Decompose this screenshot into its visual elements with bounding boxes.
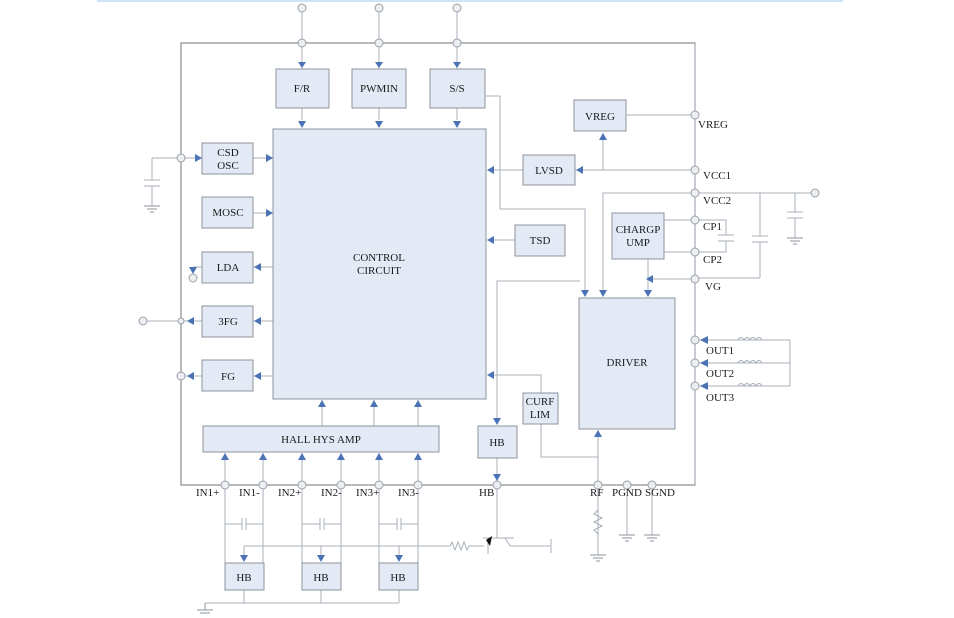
- svg-text:CHARGP: CHARGP: [616, 224, 661, 236]
- block-fg: FG: [201, 359, 254, 392]
- block-3fg: 3FG: [201, 305, 254, 338]
- pin-label-hb: HB: [479, 487, 494, 499]
- block-csd-osc: CSD OSC: [201, 142, 254, 175]
- svg-text:S/S: S/S: [449, 83, 464, 95]
- svg-text:CONTROL: CONTROL: [353, 252, 405, 264]
- output-coils: [737, 337, 763, 387]
- block-lda: LDA: [201, 251, 254, 284]
- pin-label-out2: OUT2: [706, 368, 734, 380]
- block-curf-lim: CURF LIM: [522, 392, 559, 425]
- block-hall-sensor-2: HB: [301, 562, 342, 591]
- svg-text:MOSC: MOSC: [212, 207, 243, 219]
- svg-text:FG: FG: [221, 371, 235, 383]
- ground-symbols: [144, 205, 803, 614]
- svg-text:PWMIN: PWMIN: [360, 83, 398, 95]
- svg-text:CURF: CURF: [526, 396, 555, 408]
- svg-text:HB: HB: [236, 572, 251, 584]
- pin-label-out3: OUT3: [706, 392, 735, 404]
- signal-arrows: [187, 62, 708, 562]
- svg-text:CIRCUIT: CIRCUIT: [357, 265, 401, 277]
- pin-label-cp2: CP2: [703, 254, 722, 266]
- svg-text:UMP: UMP: [626, 237, 650, 249]
- pin-label-vg: VG: [705, 281, 721, 293]
- svg-text:HB: HB: [390, 572, 405, 584]
- block-pwmin: PWMIN: [351, 68, 407, 109]
- pin-label-rf: RF: [590, 487, 603, 499]
- svg-text:LIM: LIM: [530, 409, 550, 421]
- pin-label-in3p: IN3+: [356, 487, 379, 499]
- block-ss: S/S: [429, 68, 486, 109]
- pin-label-sgnd: SGND: [645, 487, 675, 499]
- svg-text:HALL HYS AMP: HALL HYS AMP: [281, 434, 361, 446]
- pin-label-in1p: IN1+: [196, 487, 219, 499]
- block-hb-internal: HB: [477, 425, 518, 459]
- block-hall-hys-amp: HALL HYS AMP: [202, 425, 440, 453]
- block-mosc: MOSC: [201, 196, 254, 229]
- top-border-strip: [97, 0, 843, 2]
- svg-text:DRIVER: DRIVER: [607, 357, 649, 369]
- svg-text:3FG: 3FG: [218, 316, 238, 328]
- block-hall-sensor-1: HB: [224, 562, 265, 591]
- pin-label-vcc1: VCC1: [703, 170, 731, 182]
- block-charge-pump: CHARGP UMP: [611, 212, 665, 260]
- block-vreg: VREG: [573, 99, 627, 132]
- pin-label-cp1: CP1: [703, 221, 722, 233]
- block-driver: DRIVER: [578, 297, 676, 430]
- pin-labels: VREG VCC1 VCC2 CP1 CP2 VG OUT1 OUT2 OUT3…: [196, 119, 735, 499]
- pin-label-vcc2: VCC2: [703, 195, 731, 207]
- svg-text:LVSD: LVSD: [535, 165, 563, 177]
- pin-label-in2p: IN2+: [278, 487, 301, 499]
- pin-label-in2n: IN2-: [321, 487, 342, 499]
- pin-label-in1n: IN1-: [239, 487, 260, 499]
- block-tsd: TSD: [514, 224, 566, 257]
- pin-terminals: [138, 3, 820, 490]
- svg-text:TSD: TSD: [530, 235, 551, 247]
- pin-label-out1: OUT1: [706, 345, 734, 357]
- pin-label-pgnd: PGND: [612, 487, 642, 499]
- svg-text:HB: HB: [489, 437, 504, 449]
- block-control-circuit: CONTROL CIRCUIT: [272, 128, 487, 400]
- svg-text:VREG: VREG: [585, 111, 615, 123]
- svg-text:CSD: CSD: [217, 147, 238, 159]
- block-hall-sensor-3: HB: [378, 562, 419, 591]
- pin-label-in3n: IN3-: [398, 487, 419, 499]
- block-fr: F/R: [275, 68, 330, 109]
- svg-text:OSC: OSC: [217, 160, 238, 172]
- svg-text:F/R: F/R: [294, 83, 311, 95]
- pin-label-vreg: VREG: [698, 119, 728, 131]
- svg-text:LDA: LDA: [217, 262, 240, 274]
- svg-text:HB: HB: [313, 572, 328, 584]
- block-lvsd: LVSD: [522, 154, 576, 186]
